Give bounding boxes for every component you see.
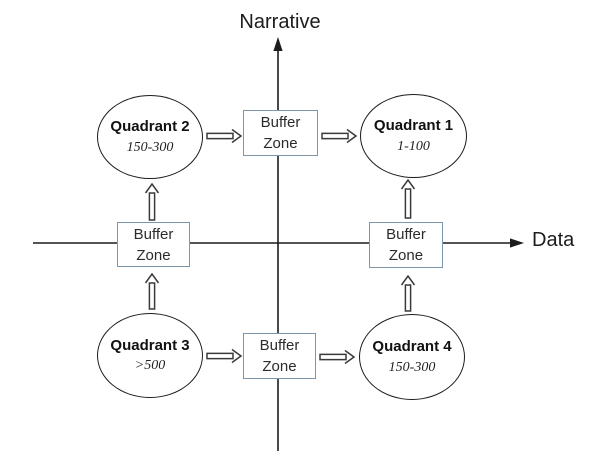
- horizontal-axis-label: Data: [532, 229, 575, 251]
- arrow-q4-to-buffer-right-icon: [402, 276, 415, 311]
- arrow-buffer-right-to-q1-icon: [402, 180, 415, 218]
- arrow-q3-to-buffer-left-icon: [146, 274, 159, 309]
- quadrant-3-ellipse: Quadrant 3 >500: [97, 313, 203, 398]
- quadrant-1-ellipse: Quadrant 1 1-100: [360, 94, 467, 178]
- quadrant-range: 1-100: [397, 138, 430, 154]
- quadrant-range: >500: [134, 358, 166, 374]
- buffer-zone-bottom: Buffer Zone: [243, 333, 316, 379]
- arrow-buffer-bottom-to-q4-icon: [320, 351, 354, 364]
- buffer-zone-label: Buffer Zone: [386, 226, 426, 264]
- arrow-buffer-top-to-q1-icon: [322, 130, 356, 143]
- quadrant-title: Quadrant 1: [373, 117, 454, 135]
- vertical-axis-label: Narrative: [239, 11, 321, 33]
- quadrant-2-ellipse: Quadrant 2 150-300: [97, 95, 203, 179]
- quadrant-range: 150-300: [388, 359, 436, 375]
- buffer-zone-left: Buffer Zone: [117, 222, 190, 267]
- vertical-axis-arrowhead-icon: [273, 37, 283, 51]
- arrow-q2-to-buffer-top-icon: [207, 130, 241, 143]
- arrow-q3-to-buffer-bottom-icon: [207, 350, 241, 363]
- quadrant-4-ellipse: Quadrant 4 150-300: [359, 314, 465, 400]
- quadrant-title: Quadrant 3: [110, 336, 190, 354]
- quadrant-range: 150-300: [126, 139, 174, 155]
- buffer-zone-label: Buffer Zone: [133, 225, 174, 264]
- horizontal-axis-arrowhead-icon: [510, 238, 524, 248]
- arrow-buffer-left-to-q2-icon: [146, 184, 159, 220]
- quadrant-title: Quadrant 2: [110, 118, 190, 136]
- buffer-zone-label: Buffer Zone: [260, 114, 301, 152]
- quadrant-title: Quadrant 4: [372, 338, 452, 356]
- buffer-zone-top: Buffer Zone: [243, 110, 318, 156]
- buffer-zone-right: Buffer Zone: [369, 222, 443, 268]
- vertical-axis: [273, 37, 283, 451]
- buffer-zone-label: Buffer Zone: [259, 337, 300, 375]
